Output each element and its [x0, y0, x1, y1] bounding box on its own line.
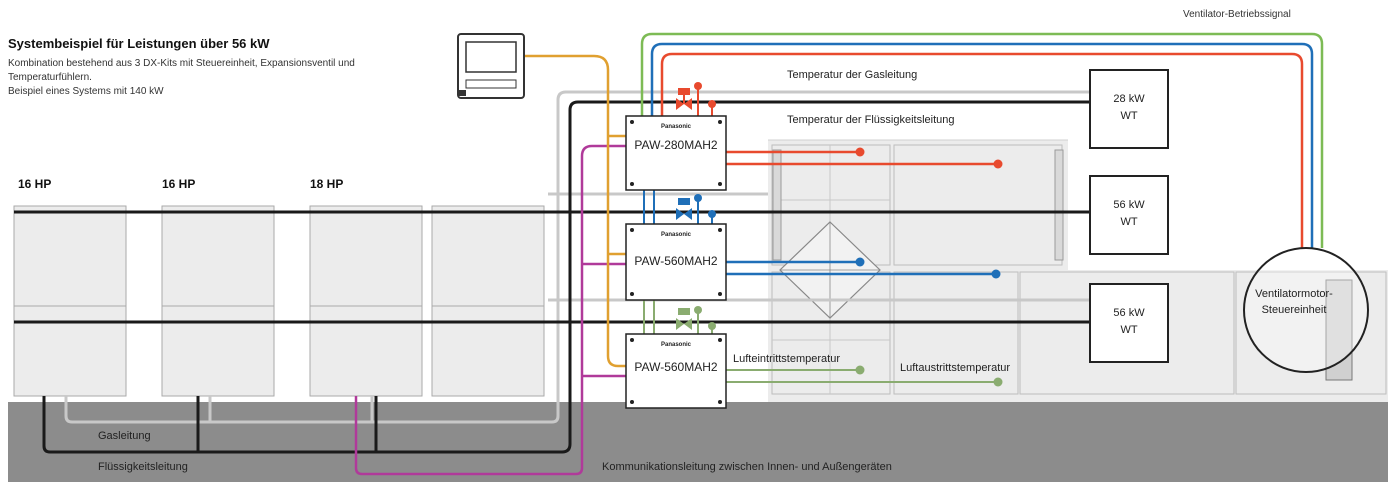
liquid-line-label: Flüssigkeitsleitung [98, 461, 188, 473]
heat-exchangers [1089, 69, 1169, 363]
control-line [524, 54, 626, 368]
heat-exchanger-box [1089, 175, 1169, 255]
kit-model-label: PAW-560MAH2 [634, 254, 718, 268]
outdoor-unit [309, 205, 423, 397]
liquid-temp-label: Temperatur der Flüssigkeitsleitung [787, 114, 955, 126]
dx-kit-box [625, 333, 727, 409]
fan-motor-label: Ventilatormotor-Steuereinheit [1255, 288, 1333, 316]
heat-exchanger-type: WT [1120, 110, 1138, 122]
heat-exchanger-type: WT [1120, 216, 1138, 228]
dx-kits [625, 115, 727, 409]
gas-temp-label: Temperatur der Gasleitung [787, 69, 918, 81]
dx-kit-box [625, 115, 727, 191]
filter-right [1054, 149, 1064, 261]
subtitle-line: Beispiel eines Systems mit 140 kW [8, 86, 164, 97]
kit-brand: Panasonic [660, 342, 691, 348]
subtitle: Kombination bestehend aus 3 DX-Kits mit … [8, 57, 388, 99]
kit-brand: Panasonic [660, 124, 691, 130]
comm-line-label: Kommunikationsleitung zwischen Innen- un… [602, 461, 892, 473]
outdoor-unit [431, 205, 545, 397]
heat-exchanger-label: 56 kW WT [1093, 305, 1165, 339]
heat-exchanger-box [1089, 69, 1169, 149]
kit-model-label: PAW-560MAH2 [634, 360, 718, 374]
outdoor-unit-label: 16 HP [18, 177, 52, 191]
heat-exchanger-label: 56 kW WT [1093, 197, 1165, 231]
ground-band [8, 402, 1388, 482]
filter-left [772, 149, 782, 261]
heat-exchanger-type: WT [1120, 324, 1138, 336]
remote-controller-icon [457, 33, 525, 99]
heat-exchanger-power: 56 kW [1113, 199, 1145, 211]
outdoor-unit-label: 18 HP [310, 177, 344, 191]
air-out-temp-label: Luftaustrittstemperatur [900, 362, 1011, 374]
kit-brand: Panasonic [660, 232, 691, 238]
kit-model-label: PAW-280MAH2 [634, 138, 718, 152]
air-handling-unit [768, 139, 1388, 402]
page-title: Systembeispiel für Leistungen über 56 kW [8, 36, 270, 51]
heat-exchanger-label: 28 kW WT [1093, 91, 1165, 125]
comm-line [354, 144, 626, 476]
liquid-pipe [14, 100, 1090, 454]
blue-line [650, 42, 1314, 276]
gas-line-label: Gasleitung [98, 430, 151, 442]
outdoor-unit [161, 205, 275, 397]
dx-kit-box [625, 223, 727, 301]
subtitle-line: Temperaturfühlern. [8, 72, 92, 83]
heat-exchanger-box [1089, 283, 1169, 363]
subtitle-line: Kombination bestehend aus 3 DX-Kits mit … [8, 58, 355, 69]
air-in-temp-label: Lufteintrittstemperatur [733, 353, 840, 365]
temperature-sensor-icon [855, 147, 1003, 387]
heat-exchanger-power: 28 kW [1113, 93, 1145, 105]
fan-motor-circle [1243, 247, 1369, 373]
expansion-valve-icon [676, 82, 716, 334]
outdoor-unit [13, 205, 127, 397]
heat-exchanger-power: 56 kW [1113, 307, 1145, 319]
outdoor-units [13, 205, 545, 397]
sensor-line [726, 369, 998, 383]
red-line [660, 52, 1304, 248]
fan-signal-line [640, 32, 1324, 248]
outdoor-unit-label: 16 HP [162, 177, 196, 191]
fan-signal-label: Ventilator-Betriebssignal [1183, 9, 1291, 20]
